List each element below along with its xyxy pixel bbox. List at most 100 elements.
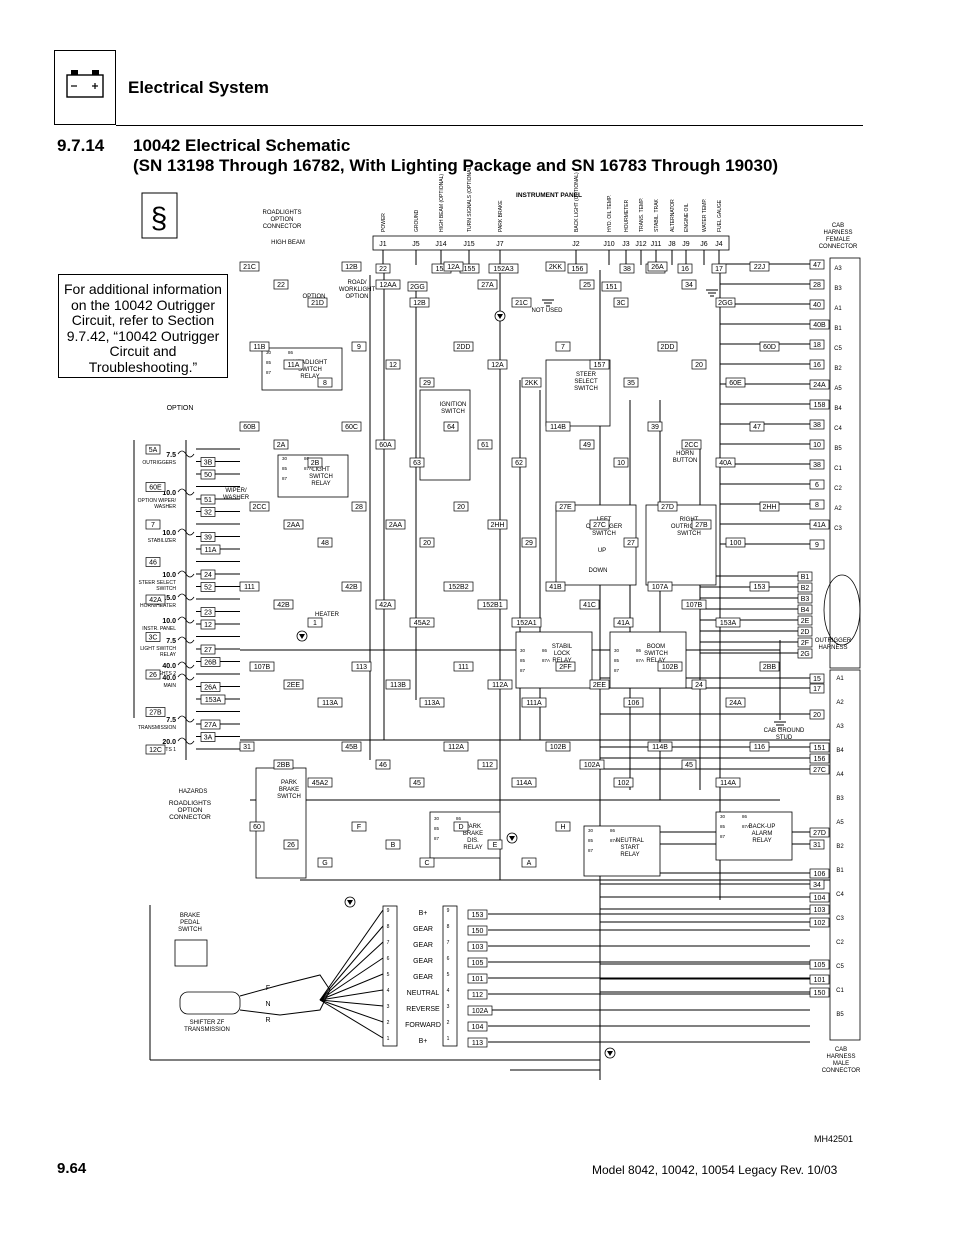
schematic-wire: 62 [515,460,523,467]
outrigger-harness-pin: B3 [801,596,810,603]
male-connector-pin: C1 [836,988,844,994]
wire-tag-box [307,617,323,628]
neutral-start-relay-label: NEUTRAL [616,838,645,844]
schematic-wire: 41C [583,602,596,609]
fuse-wire: 42A [149,597,162,604]
relay-pin: 85 [614,658,620,663]
wire-tag-box [809,319,830,330]
outrigger-harness-pin: B1 [801,574,810,581]
wire-tag-box [317,377,333,388]
boom-switch-relay-label: SWITCH [644,651,668,657]
female-connector-wire: 40B [813,322,826,329]
fuse-wire: 51 [204,497,212,504]
component-label: NOT USED [532,308,564,314]
component-label: HORN [676,451,694,457]
schematic-wire: 60 [253,824,261,831]
wire-tag-box [681,279,697,290]
headlight-switch-relay-label: RELAY [300,374,319,380]
outrigger-harness-pin: 2F [801,640,809,647]
wire-tag-box [589,679,610,690]
female-connector-pin: B1 [834,326,842,332]
wire-tag-box [200,544,221,555]
fuse-name: RELAY [160,652,177,658]
shifter-terminal-block [382,905,398,1047]
shifter-function: B+ [419,910,428,917]
schematic-wire: 12B [345,264,358,271]
component-label: PEDAL [180,920,200,926]
wire-tag-box [521,537,537,548]
component-label: UP [598,548,606,554]
schematic-wire: 48 [321,540,329,547]
boom-switch-relay-label: BOOM [647,644,665,650]
wire-tag-box [613,457,629,468]
component-label: WASHER [223,495,250,501]
schematic-wire: B [391,842,396,849]
component-label: DOWN [589,568,608,574]
shifter-wire: 102A [472,1008,489,1015]
shifter-wire: 105 [472,960,484,967]
wire-tag-box [145,594,166,605]
instrument-panel-function: HOURMETER [624,199,630,232]
male-connector-pin: A1 [836,676,844,682]
schematic-wire: 39 [651,424,659,431]
high-beam-label-label: HIGH BEAM [271,240,305,246]
instrument-panel-function: TURN SIGNALS (OPTIONAL) [467,165,473,232]
wire-tag-box [443,581,474,592]
wire-tag-box [715,777,741,788]
ignition-switch [419,389,471,481]
shifter-terminal: 3 [387,1004,390,1010]
wire-tag-box [467,909,488,920]
shifter-terminal: 5 [387,972,390,978]
schematic-wire: 112 [482,762,493,769]
wire-tag-box [809,439,825,450]
fuse-wire: 11A [205,547,217,554]
ignition-switch-label: SWITCH [441,409,465,415]
wire-tag-box [613,617,634,628]
fuse-wire: 26 [149,672,157,679]
headlight-switch-relay-label: HEADLIGHT [293,360,328,366]
right-outrigger-switch-label: OUTRIGGER [671,524,708,530]
wire-tag-box [239,261,260,272]
wire-tag-box [691,359,707,370]
instrument-panel-pin: J10 [603,241,614,248]
wire-tag-box [809,299,825,310]
relay-pin: 86 [542,648,548,653]
wire-tag-box [283,679,304,690]
relay-pin: 87A [542,658,550,663]
fuse-rating: 20.0 [162,739,176,746]
instrument-panel-wire: 156 [572,266,584,273]
wire [319,973,384,1001]
relay-pin: 85 [520,658,526,663]
schematic-wire: 111 [244,584,255,591]
wire-tag-box [487,679,513,690]
wire-tag-box [467,925,488,936]
wire-tag-box [797,571,813,582]
wire-tag-box [307,777,333,788]
fuse-wire: 32 [204,510,212,517]
schematic-wire: 21D [311,300,324,307]
schematic-wire: 116 [754,744,765,751]
male-connector-wire: 15 [813,676,821,683]
schematic-wire: 20 [457,504,465,511]
wire-tag-box [200,694,226,705]
figure-id: MH42501 [814,1134,854,1144]
wire-tag-box [521,697,547,708]
schematic-wire: 45 [685,762,693,769]
relay-pin: 87 [588,848,594,853]
relay-pin: 30 [588,828,594,833]
wire-tag-box [467,1005,493,1016]
female-connector-pin: C2 [834,486,842,492]
wire [319,999,384,1039]
wire-tag-box [647,261,668,272]
fuse-rating: 15.0 [162,595,176,602]
wire-tag-box [809,359,825,370]
schematic-wire: 10 [617,460,625,467]
roadlights-connector-label: OPTION [178,807,203,814]
male-connector-pin: B3 [836,796,844,802]
female-connector-wire: 47 [813,262,821,269]
wire-tag-box [453,341,474,352]
wire-tag-box [453,821,469,832]
park-brake-dis-relay-label: RELAY [463,845,482,851]
male-connector-wire: 27D [813,830,826,837]
male-connector-wire: 17 [813,686,821,693]
